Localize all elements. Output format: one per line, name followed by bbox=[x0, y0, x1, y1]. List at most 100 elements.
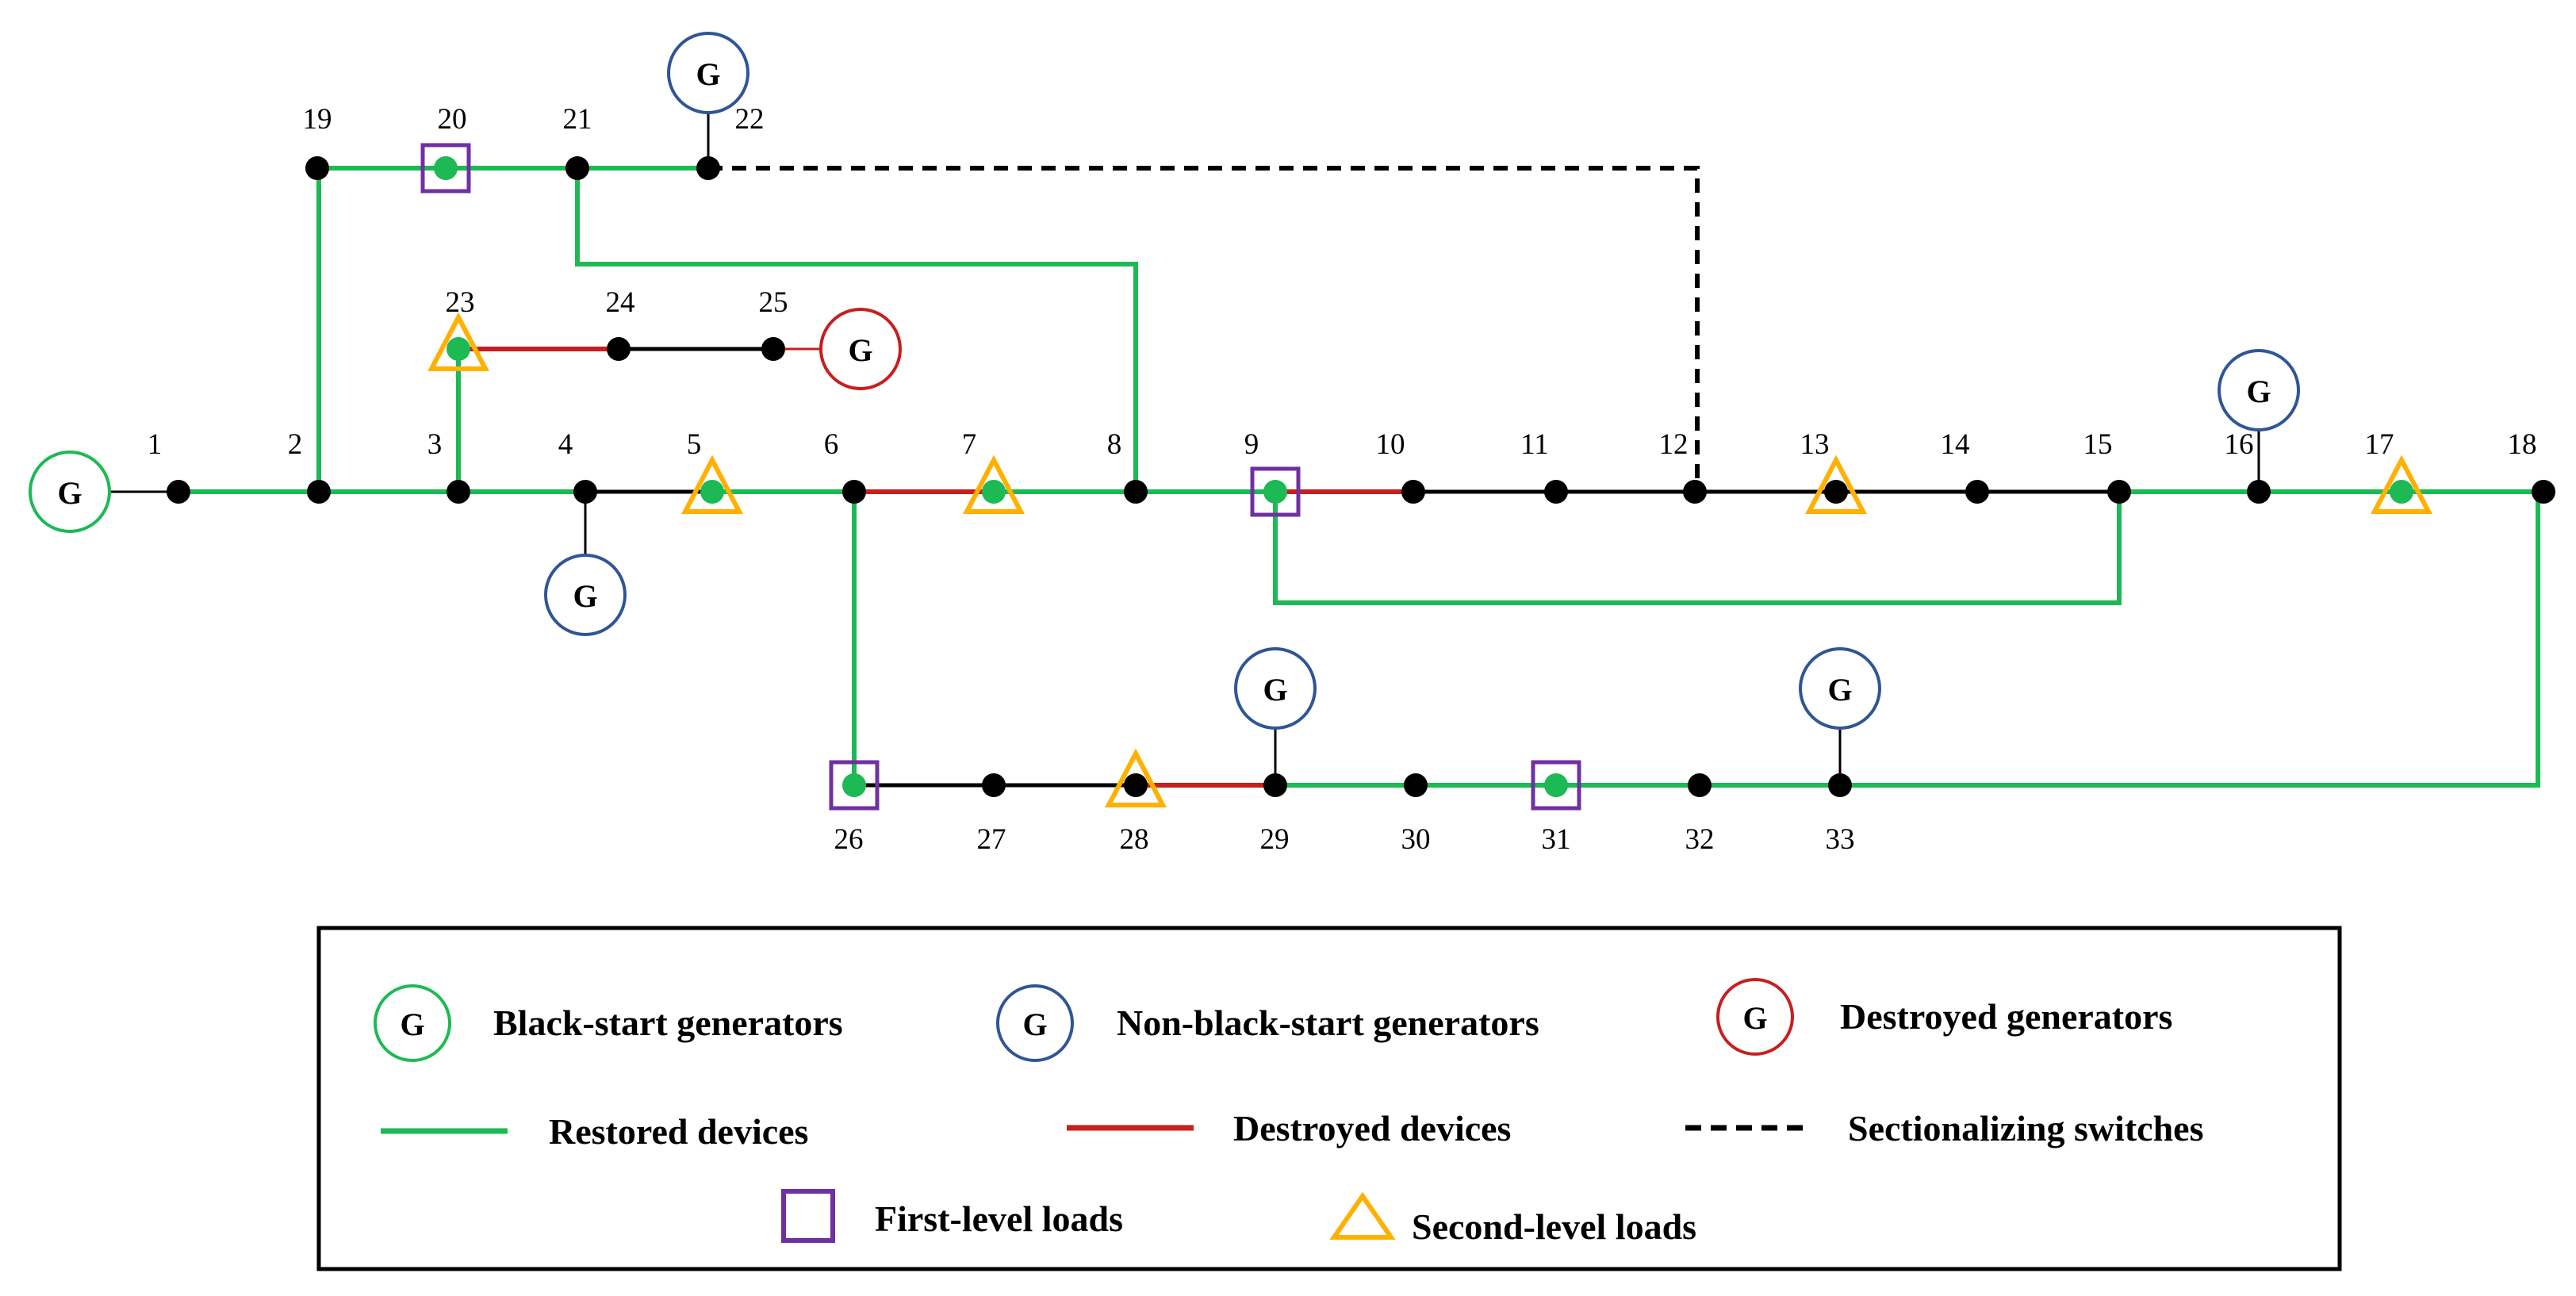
generator-icon-4 bbox=[544, 554, 627, 636]
edge-33-18 bbox=[1840, 492, 2540, 788]
bus-label-12: 12 bbox=[1659, 428, 1689, 461]
second-level-load-23 bbox=[427, 312, 489, 371]
bus-node-29 bbox=[1263, 773, 1287, 797]
generator-icon-16 bbox=[2218, 349, 2300, 431]
bus-label-13: 13 bbox=[1800, 428, 1830, 461]
second-level-load-5 bbox=[681, 454, 743, 514]
bus-label-19: 19 bbox=[303, 103, 332, 136]
bus-label-23: 23 bbox=[446, 286, 475, 319]
legend-restored-label: Restored devices bbox=[549, 1111, 808, 1152]
bus-label-27: 27 bbox=[977, 823, 1006, 856]
edge-22-12 bbox=[708, 166, 1700, 492]
bus-node-7 bbox=[982, 480, 1006, 504]
edge-21-8 bbox=[575, 168, 1138, 492]
bus-node-5 bbox=[700, 480, 724, 504]
legend-non-black-start-gen-icon bbox=[996, 984, 1074, 1062]
legend-first-level-icon bbox=[781, 1189, 835, 1243]
first-level-load-20 bbox=[420, 143, 471, 194]
bus-node-6 bbox=[842, 480, 866, 504]
bus-node-13 bbox=[1824, 480, 1848, 504]
bus-label-31: 31 bbox=[1542, 823, 1571, 856]
bus-label-30: 30 bbox=[1401, 823, 1431, 856]
bus-node-1 bbox=[167, 480, 190, 504]
legend-destroyed-gen-icon bbox=[1716, 978, 1794, 1056]
bus-label-29: 29 bbox=[1260, 823, 1290, 856]
bus-label-8: 8 bbox=[1107, 428, 1122, 461]
bus-label-9: 9 bbox=[1244, 428, 1259, 461]
bus-node-27 bbox=[982, 773, 1006, 797]
bus-label-2: 2 bbox=[288, 428, 303, 461]
bus-node-15 bbox=[2107, 480, 2131, 504]
bus-node-33 bbox=[1828, 773, 1852, 797]
bus-node-8 bbox=[1124, 480, 1148, 504]
first-level-load-31 bbox=[1531, 760, 1581, 811]
bus-node-2 bbox=[307, 480, 331, 504]
legend-black-start-label: Black-start generators bbox=[493, 1003, 843, 1043]
legend-non-black-start-gen-symbol: G bbox=[1022, 1007, 1047, 1042]
bus-label-4: 4 bbox=[558, 428, 573, 461]
generator-icon-33 bbox=[1799, 647, 1881, 730]
bus-label-25: 25 bbox=[759, 286, 788, 319]
bus-node-14 bbox=[1965, 480, 1989, 504]
bus-label-32: 32 bbox=[1685, 823, 1715, 856]
generator-symbol-33: G bbox=[1827, 672, 1852, 707]
bus-label-18: 18 bbox=[2508, 428, 2537, 461]
legend-destroyed-gen-symbol: G bbox=[1742, 1000, 1767, 1036]
bus-node-12 bbox=[1683, 480, 1707, 504]
bus-label-15: 15 bbox=[2083, 428, 2113, 461]
second-level-load-7 bbox=[963, 454, 1025, 514]
bus-node-11 bbox=[1544, 480, 1568, 504]
bus-node-28 bbox=[1124, 773, 1148, 797]
bus-node-32 bbox=[1688, 773, 1712, 797]
edges-layer bbox=[178, 166, 2543, 788]
bus-label-3: 3 bbox=[427, 428, 443, 461]
legend: G Black-start generators G Non-black-sta… bbox=[316, 926, 2342, 1271]
generator-symbol-1: G bbox=[57, 475, 82, 511]
legend-black-start-gen-icon bbox=[374, 984, 451, 1062]
generator-symbol-4: G bbox=[573, 578, 597, 614]
bus-node-18 bbox=[2532, 480, 2555, 504]
bus-label-21: 21 bbox=[563, 103, 592, 136]
generator-symbol-29: G bbox=[1263, 672, 1287, 707]
generator-symbol-25: G bbox=[848, 332, 872, 368]
bus-label-33: 33 bbox=[1826, 823, 1855, 856]
nodes-layer bbox=[167, 143, 2555, 811]
generator-icon-22 bbox=[667, 32, 749, 114]
legend-non-black-start-label: Non-black-start generators bbox=[1117, 1003, 1539, 1043]
bus-label-5: 5 bbox=[687, 428, 702, 461]
generator-icon-29 bbox=[1234, 647, 1317, 730]
bus-label-7: 7 bbox=[962, 428, 977, 461]
legend-second-level-label: Second-level loads bbox=[1412, 1206, 1696, 1247]
generator-symbol-16: G bbox=[2246, 374, 2271, 409]
first-level-load-9 bbox=[1250, 466, 1301, 517]
legend-destroyed-label: Destroyed devices bbox=[1233, 1108, 1511, 1148]
bus-label-17: 17 bbox=[2365, 428, 2394, 461]
generator-symbol-22: G bbox=[696, 56, 720, 92]
bus-label-28: 28 bbox=[1120, 823, 1149, 856]
bus-label-16: 16 bbox=[2225, 428, 2254, 461]
edge-9-15 bbox=[1273, 492, 2122, 605]
bus-node-31 bbox=[1544, 773, 1568, 797]
bus-node-17 bbox=[2390, 480, 2413, 504]
bus-label-11: 11 bbox=[1520, 428, 1549, 461]
bus-label-14: 14 bbox=[1941, 428, 1970, 461]
bus-node-3 bbox=[447, 480, 470, 504]
bus-node-25 bbox=[761, 337, 785, 361]
bus-node-23 bbox=[447, 337, 470, 361]
legend-second-level-icon bbox=[1329, 1191, 1396, 1240]
bus-label-24: 24 bbox=[606, 286, 635, 319]
bus-node-22 bbox=[696, 156, 720, 180]
first-level-load-26 bbox=[829, 760, 880, 811]
bus-node-30 bbox=[1404, 773, 1428, 797]
bus-label-20: 20 bbox=[438, 103, 467, 136]
generator-icon-25 bbox=[819, 308, 902, 390]
generator-icon-1 bbox=[29, 451, 111, 533]
bus-node-16 bbox=[2247, 480, 2271, 504]
second-level-load-28 bbox=[1105, 748, 1167, 807]
bus-node-19 bbox=[305, 156, 329, 180]
bus-label-1: 1 bbox=[148, 428, 163, 461]
legend-switch-label: Sectionalizing switches bbox=[1848, 1108, 2203, 1148]
second-level-load-17 bbox=[2371, 454, 2432, 514]
